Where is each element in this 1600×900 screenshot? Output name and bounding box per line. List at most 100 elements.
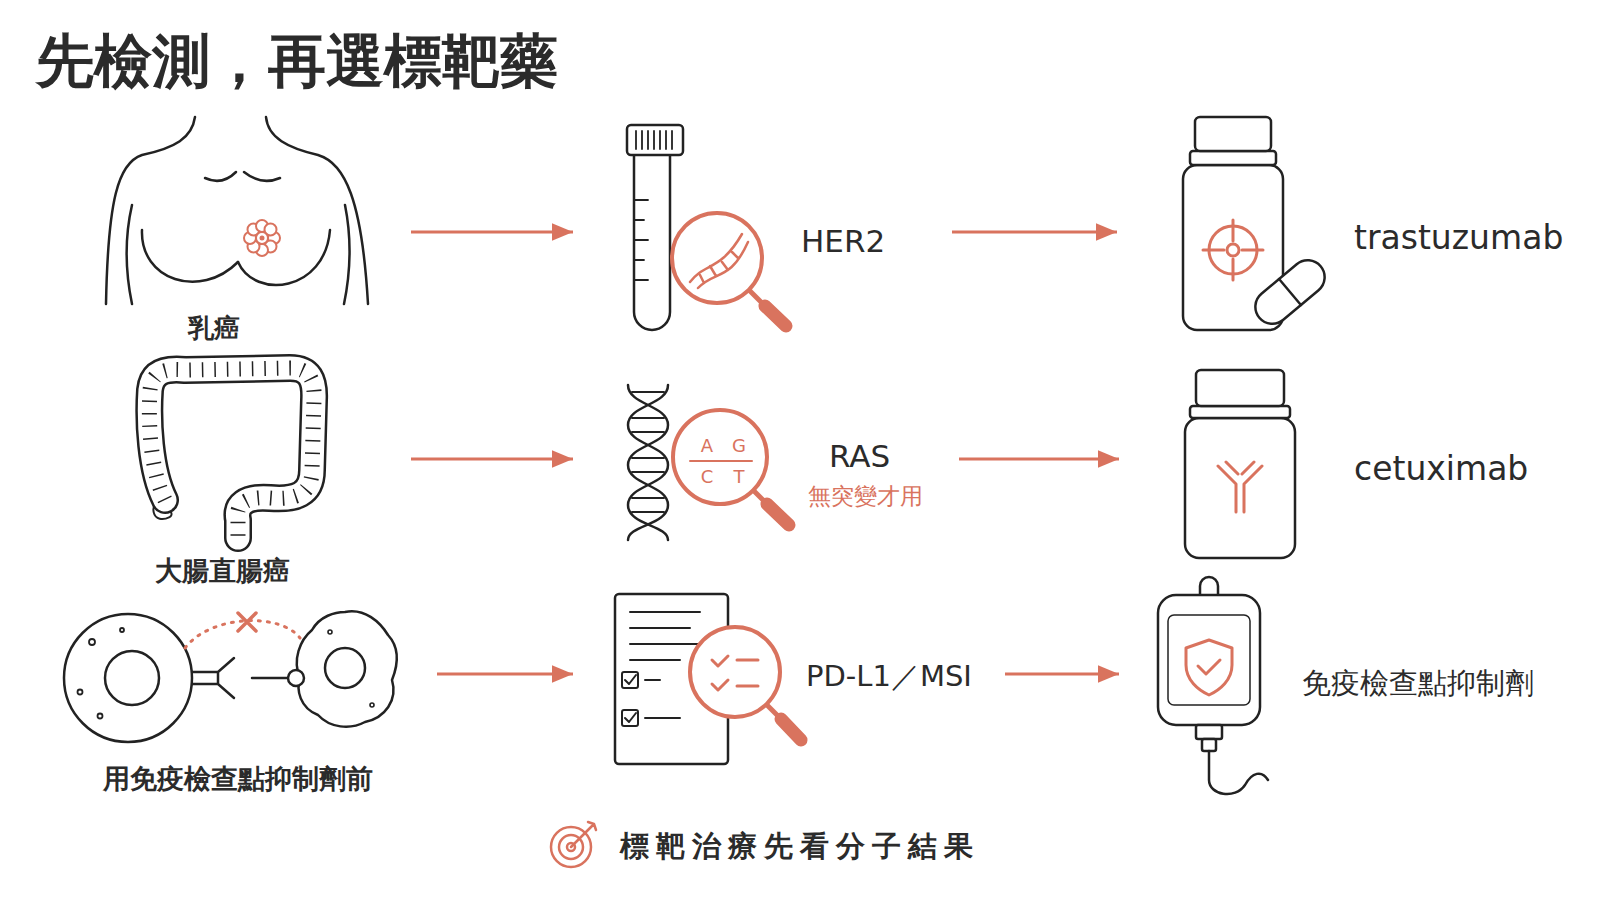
collarbone-line (205, 172, 236, 181)
report-lines (630, 612, 700, 660)
breast-line (238, 230, 330, 285)
diagram-node: 用免疫檢查點抑制劑前 (50, 595, 437, 805)
flow-arrow (411, 458, 573, 461)
t-cell (64, 614, 192, 742)
tube-body (634, 155, 670, 330)
target-symbol (1227, 244, 1239, 256)
diagram-node: PD-L1／MSI (573, 590, 1005, 805)
cell-granule (89, 639, 95, 645)
bottle-neck (1190, 151, 1276, 165)
magnifier-lens (690, 627, 780, 717)
flow-arrow (437, 673, 573, 676)
node-label: cetuximab (1354, 451, 1528, 487)
base-letter: C (701, 467, 714, 487)
tumor-cluster (244, 220, 280, 256)
title: 先檢測，再選標靶藥 (36, 23, 558, 101)
checkbox (622, 672, 638, 688)
target-arrow (571, 822, 596, 847)
bag-hook (1200, 577, 1218, 595)
breast-illustration (106, 117, 368, 304)
tube-marks (634, 200, 648, 280)
bottle-neck (1190, 406, 1290, 418)
bag-port (1196, 725, 1222, 739)
iv-tube (1209, 751, 1268, 794)
diagram-node: RAS 無突變才用 (573, 350, 959, 590)
tumor-cell-nucleus (325, 648, 365, 688)
node-label: 大腸直腸癌 (155, 556, 290, 586)
test-tube-icon (627, 125, 786, 330)
magnifier-lens (673, 410, 767, 504)
body-outline (106, 117, 195, 304)
ligand-stem (252, 677, 290, 680)
diagram-node: HER2 (573, 110, 952, 345)
flow-arrow (959, 458, 1119, 461)
node-label: 免疫檢查點抑制劑 (1302, 668, 1534, 700)
cell-granule (78, 690, 83, 695)
bottle-body (1185, 418, 1295, 558)
collarbone-line (244, 172, 280, 181)
bottle-cap (1196, 370, 1284, 406)
arm-line (127, 205, 132, 304)
node-label: RAS (829, 439, 890, 473)
colon-fill (149, 368, 314, 538)
tube-cap (627, 125, 683, 155)
arm-line (344, 205, 349, 304)
node-label: PD-L1／MSI (806, 661, 972, 693)
colon-illustration (149, 368, 314, 538)
block-cross (238, 613, 256, 631)
colon-folds (149, 368, 314, 536)
iv-bag (1158, 577, 1268, 794)
immune-cells-illustration (64, 611, 397, 742)
magnifier-handle (767, 504, 789, 525)
cell-granule (120, 628, 124, 632)
base-letter: A (701, 436, 713, 456)
report-icon (615, 594, 801, 764)
dna-strand (628, 385, 668, 540)
caption: 標靶治療先看分子結果 (620, 827, 980, 867)
target-crosshair (1203, 220, 1263, 280)
bag-window (1168, 615, 1250, 705)
dna-rungs (632, 392, 664, 512)
node-label: HER2 (801, 224, 885, 258)
lens-checks (712, 656, 758, 690)
report-lines (645, 679, 660, 681)
dna-icon (628, 385, 789, 540)
t-cell-nucleus (105, 651, 159, 705)
bottle-cap (1195, 117, 1271, 151)
colon-outline (149, 368, 314, 538)
checkmark (625, 675, 636, 684)
report-lines (645, 717, 680, 719)
dna-strand (628, 385, 668, 540)
capsule-seam (1279, 279, 1301, 305)
flow-arrow (952, 231, 1117, 234)
node-label: 無突變才用 (808, 484, 923, 509)
antibody-symbol (1218, 462, 1262, 512)
base-pair-line (690, 460, 752, 462)
cell-granule (98, 714, 103, 719)
node-label: 乳癌 (188, 314, 240, 343)
drug-bottle (1185, 370, 1295, 558)
drug-bottle (1183, 117, 1332, 331)
diagram-node: 大腸直腸癌 (100, 350, 411, 590)
magnifier-handle (765, 306, 786, 326)
capsule-body (1248, 253, 1331, 330)
tumor-cell-outline (297, 611, 397, 726)
checkbox (622, 710, 638, 726)
diagram-node: trastuzumab (1117, 110, 1580, 345)
shield-symbol (1186, 640, 1232, 695)
body-outline (266, 117, 368, 304)
magnifier-handle (781, 719, 801, 740)
diagram-node: cetuximab (1119, 350, 1580, 590)
bag-body (1158, 595, 1260, 725)
cell-granule (370, 703, 374, 707)
caption-target-icon (551, 822, 596, 867)
base-letter: T (734, 467, 745, 487)
flow-arrow (1005, 673, 1119, 676)
shield-check (1198, 660, 1220, 674)
breast-line (142, 230, 238, 282)
receptor-symbol (192, 658, 234, 698)
magnifier-lens (672, 213, 762, 303)
